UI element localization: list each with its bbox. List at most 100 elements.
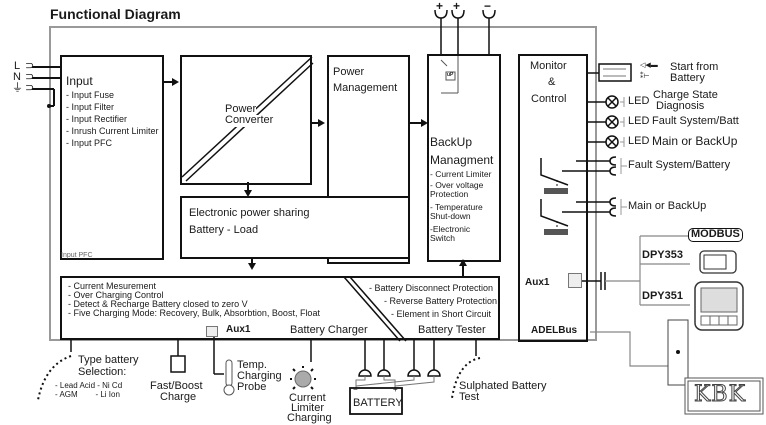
temp-probe-label-2: Charging xyxy=(237,370,282,382)
backup-item: - Over voltage xyxy=(430,180,484,190)
backup-item: Shut-down xyxy=(430,211,471,221)
led3-prefix: LED xyxy=(628,135,650,147)
arrow-heads xyxy=(172,78,467,270)
bottom-drop-lines xyxy=(70,335,477,375)
relay2-label: Main or BackUp xyxy=(628,200,707,212)
charger-aux-label: Aux1 xyxy=(226,324,251,335)
power-sharing-block: Electronic power sharing Battery - Load xyxy=(180,196,410,259)
fast-boost-label-2: Charge xyxy=(160,391,197,403)
relay-coil-1 xyxy=(544,188,568,194)
monitor-label-2: & xyxy=(548,76,556,88)
power-converter-block: Power Converter xyxy=(180,55,312,185)
fast-boost-switch xyxy=(170,355,186,373)
tester-item: - Element in Short Circuit xyxy=(391,309,492,319)
input-title: Input xyxy=(66,74,93,88)
kbk-watermark: KBK xyxy=(693,382,747,407)
monitor-bus-label: ADELBus xyxy=(531,325,578,336)
input-item: - Input PFC xyxy=(66,138,113,148)
power-sharing-label-1: Electronic power sharing xyxy=(189,207,310,219)
aux1-port-icon[interactable] xyxy=(568,273,582,288)
output-wires xyxy=(434,9,496,55)
limiter-label-3: Charging xyxy=(287,412,332,424)
tester-item: - Battery Disconnect Protection xyxy=(369,283,494,293)
arrow-head xyxy=(459,259,467,266)
output-terminal-plus-1: + xyxy=(436,0,444,13)
watermark-frame xyxy=(684,377,764,415)
led1-label-1: Charge State xyxy=(653,89,718,101)
backup-title-1: BackUp xyxy=(430,135,473,149)
relay-contacts xyxy=(609,156,617,217)
type-battery-option-2: - AGM - Li Ion xyxy=(55,390,120,399)
type-battery-label-2: Selection: xyxy=(78,366,127,378)
thermometer-icon xyxy=(223,359,235,396)
dpy351-label: DPY351 xyxy=(642,290,683,302)
led-ticks xyxy=(620,97,625,147)
dpy353-device xyxy=(699,250,737,274)
backup-item: -Electronic xyxy=(430,224,471,234)
power-sharing-label-2: Battery - Load xyxy=(189,224,259,236)
contact-icon: ⁑⊢ xyxy=(640,73,650,80)
up-chip-label: uP xyxy=(447,72,454,78)
type-selector-dots xyxy=(37,355,72,401)
power-management-label-2: Management xyxy=(333,82,398,94)
charger-item: - Over Charging Control xyxy=(68,290,164,300)
monitor-aux-label: Aux1 xyxy=(525,277,550,288)
page-title: Functional Diagram xyxy=(50,6,181,22)
battery-box xyxy=(349,387,403,415)
backup-management-block: BackUp Managment - Current Limiter - Ove… xyxy=(427,54,501,262)
led1-prefix: LED xyxy=(628,95,650,107)
led2-label: Fault System/Batt xyxy=(652,115,739,127)
input-item: - Input Rectifier xyxy=(66,114,128,124)
backup-item: Switch xyxy=(430,233,456,243)
display-bus xyxy=(590,235,690,367)
input-item: - Inrush Current Limiter xyxy=(66,126,159,136)
relay-coil-2 xyxy=(544,229,568,235)
outer-frame xyxy=(49,26,597,341)
arrow-head xyxy=(318,119,325,127)
modbus-label: MODBUS xyxy=(688,228,743,242)
battery-tester-label: Battery Tester xyxy=(418,324,486,336)
input-item: - Input Fuse xyxy=(66,90,115,100)
limiter-label-2: Limiter xyxy=(291,402,325,414)
temp-probe-label-3: Probe xyxy=(237,381,267,393)
led1-label-2: Diagnosis xyxy=(656,100,705,112)
backup-item: - Temperature xyxy=(430,202,483,212)
start-switch-lines xyxy=(603,68,626,77)
input-item: - Input Filter xyxy=(66,102,115,112)
start-switch-box xyxy=(598,63,632,82)
terminal-line: L xyxy=(14,60,21,72)
terminal-ground: ⏚ xyxy=(12,82,23,94)
fast-boost-label-1: Fast/Boost xyxy=(150,380,203,392)
output-terminal-minus: − xyxy=(484,0,492,13)
input-block: Input - Input Fuse - Input Filter - Inpu… xyxy=(60,55,164,260)
type-battery-label-1: Type battery xyxy=(78,354,139,366)
up-switch xyxy=(440,55,459,94)
limiter-knob-icon xyxy=(294,370,312,388)
sulphated-dots xyxy=(451,357,481,399)
output-terminal-plus-2: + xyxy=(453,0,461,13)
ground-junction xyxy=(47,104,51,108)
power-management-label-1: Power xyxy=(333,66,365,78)
backup-item: - Current Limiter xyxy=(430,169,492,179)
charger-tester-separator xyxy=(343,276,407,342)
input-wires xyxy=(32,66,60,107)
led-crosses xyxy=(607,97,617,147)
dpy353-label: DPY353 xyxy=(642,249,683,261)
arrow-head xyxy=(421,119,428,127)
monitor-signals xyxy=(540,72,610,227)
speaker-arrow-icon: ◁◀▬ xyxy=(640,62,658,69)
monitor-control-block: Monitor & Control Aux1 ADELBus xyxy=(518,54,588,342)
limiter-label-1: Current xyxy=(289,392,326,404)
monitor-label-3: Control xyxy=(531,93,567,105)
led3-label: Main or BackUp xyxy=(652,134,738,148)
monitor-label-1: Monitor xyxy=(530,60,567,72)
relay1-label: Fault System/Battery xyxy=(628,159,731,171)
battery-minus: − xyxy=(353,385,358,394)
terminal-socket-icon: ⊃ xyxy=(25,82,35,94)
terminal-socket-icon: ⊃ xyxy=(25,71,35,83)
battery-charger-label: Battery Charger xyxy=(290,324,368,336)
charger-aux-port-icon[interactable] xyxy=(206,326,218,337)
battery-plus: + xyxy=(393,385,398,394)
power-converter-label-1: Power xyxy=(225,103,257,116)
